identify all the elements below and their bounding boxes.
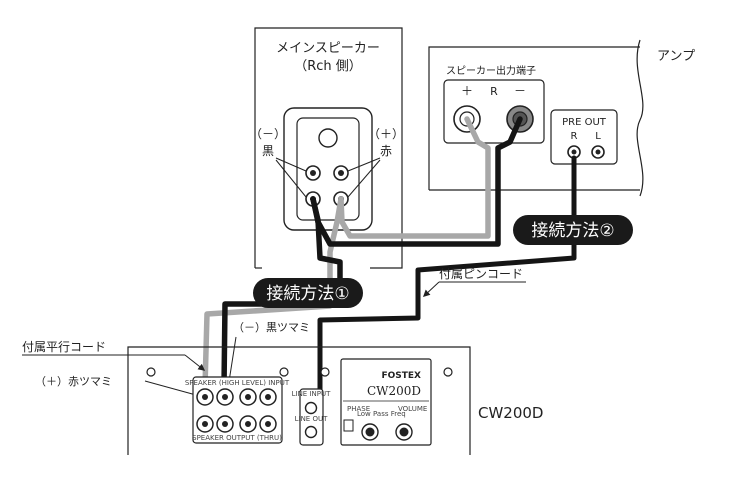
parallel-cord-label: 付属平行コード bbox=[22, 340, 106, 354]
speaker-terminal-pos-top bbox=[333, 165, 349, 181]
volume-label: VOLUME bbox=[398, 405, 427, 413]
panel-model-name: CW200D bbox=[367, 384, 421, 398]
control-block bbox=[340, 358, 432, 446]
screw-icon bbox=[146, 367, 453, 377]
speaker-out-title: スピーカー出力端子 bbox=[446, 64, 536, 77]
amplifier-outline bbox=[428, 46, 640, 190]
red-knob-label: （＋）赤ツマミ bbox=[35, 375, 112, 388]
line-jacks bbox=[304, 401, 318, 439]
main-speaker-title: メインスピーカー bbox=[276, 41, 380, 56]
brand-logo: FOSTEX bbox=[381, 371, 421, 381]
pre-out-l-label: L bbox=[595, 131, 601, 142]
speaker-input-label: SPEAKER (HIGH LEVEL) INPUT bbox=[185, 379, 290, 387]
pos-polarity-label: （＋） bbox=[368, 127, 404, 141]
plate-hole-icon bbox=[318, 128, 338, 148]
lowpass-label: Low Pass Freq bbox=[357, 410, 406, 418]
pre-out-l-jack bbox=[591, 145, 605, 159]
speaker-output-terminals bbox=[196, 415, 277, 433]
callouts: 付属ピンコード 付属平行コード （－）黒ツマミ （＋）赤ツマミ bbox=[22, 267, 526, 396]
pin-cord-label: 付属ピンコード bbox=[439, 267, 523, 281]
cw200d-panel: CW200D SPEAKER (HIGH LEVEL) INPUT SPEAKE… bbox=[127, 346, 544, 455]
neg-color-label: 黒 bbox=[262, 144, 274, 158]
volume-knob[interactable] bbox=[395, 423, 413, 441]
cw200d-model-label: CW200D bbox=[478, 404, 544, 422]
main-speaker: メインスピーカー （Rch 側） （－） 黒 （＋） 赤 bbox=[250, 27, 404, 269]
pre-out-title: PRE OUT bbox=[562, 117, 607, 128]
cw200d-outline bbox=[127, 346, 471, 455]
main-speaker-subtitle: （Rch 側） bbox=[294, 59, 362, 74]
line-out-label: LINE OUT bbox=[295, 415, 328, 423]
speaker-terminal-neg-top bbox=[305, 165, 321, 181]
line-input-label: LINE INPUT bbox=[292, 390, 331, 398]
pre-out-r-label: R bbox=[571, 131, 578, 142]
method1-badge: 接続方法① bbox=[253, 278, 363, 308]
neg-polarity-label: （－） bbox=[250, 127, 286, 141]
pos-color-label: 赤 bbox=[380, 144, 392, 158]
method2-badge: 接続方法② bbox=[513, 215, 633, 245]
amp-minus-label: － bbox=[514, 84, 526, 98]
amp-r-label: R bbox=[490, 85, 498, 98]
amp-plus-label: ＋ bbox=[461, 84, 473, 98]
lowpass-knob[interactable] bbox=[361, 423, 379, 441]
amplifier-label: アンプ bbox=[657, 49, 695, 64]
speaker-output-label: SPEAKER OUTPUT (THRU) bbox=[192, 434, 282, 442]
cable-black-speaker-to-cw200d bbox=[221, 196, 343, 390]
phase-label: PHASE bbox=[347, 405, 370, 413]
main-speaker-outline bbox=[254, 27, 403, 269]
black-knob-label: （－）黒ツマミ bbox=[233, 321, 310, 334]
phase-switch[interactable] bbox=[343, 419, 354, 432]
amplifier: アンプ スピーカー出力端子 ＋ R － PRE OUT R L bbox=[428, 39, 695, 197]
cable-gray-amp-to-speaker bbox=[338, 116, 491, 239]
amplifier-break-line bbox=[636, 39, 644, 197]
method2-label: 接続方法② bbox=[531, 221, 614, 241]
method1-label: 接続方法① bbox=[266, 284, 349, 304]
